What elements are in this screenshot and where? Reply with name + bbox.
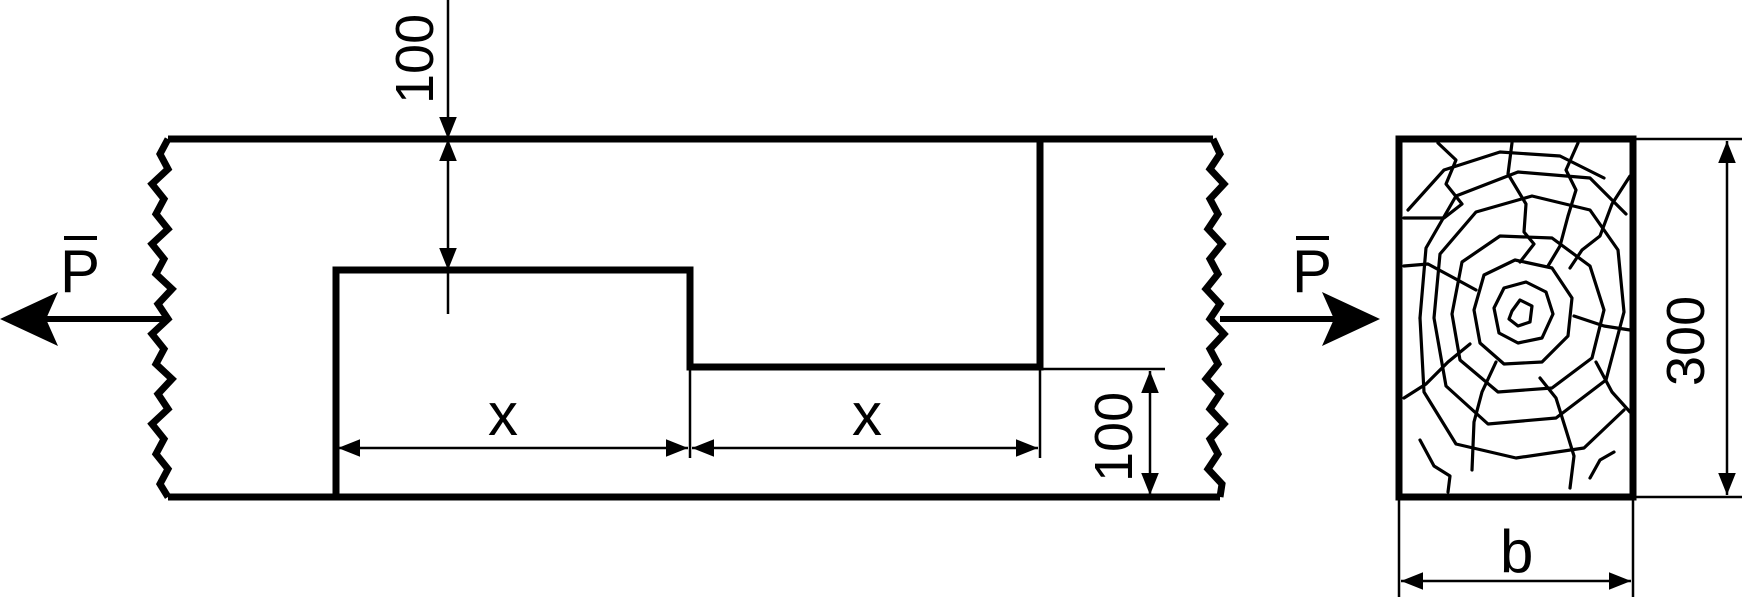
crack-2 — [1506, 141, 1536, 264]
force-right-label: P — [1292, 238, 1332, 305]
crack-4 — [1568, 174, 1632, 270]
crack-11 — [1418, 438, 1452, 494]
crack-8 — [1470, 360, 1498, 472]
force-left-arrowhead — [0, 292, 58, 346]
ring-2 — [1492, 280, 1555, 345]
force-left-label: P — [60, 238, 100, 305]
cross-section — [1395, 135, 1637, 501]
dimension-x: x x — [338, 367, 1042, 458]
dimension-width-b: b — [1397, 497, 1635, 597]
dim-width-label: b — [1500, 518, 1533, 585]
ring-6b — [1418, 316, 1626, 460]
ring-1 — [1507, 298, 1534, 328]
dim-top-label: 100 — [385, 14, 445, 104]
beam-elevation — [147, 135, 1229, 501]
ring-7 — [1406, 150, 1606, 212]
crack-5 — [1402, 262, 1478, 292]
wood-grain-pattern — [1402, 141, 1632, 494]
right-break-line — [1201, 137, 1229, 498]
cross-section-outline — [1395, 135, 1637, 501]
dimension-notch-100: 100 — [1040, 367, 1165, 495]
crack-3 — [1546, 141, 1580, 268]
ring-5 — [1432, 194, 1626, 426]
crack-6 — [1572, 314, 1632, 332]
dim-notch-label: 100 — [1084, 392, 1144, 482]
crack-1 — [1402, 141, 1464, 220]
dim-height-label: 300 — [1656, 296, 1716, 386]
crack-7 — [1402, 342, 1472, 400]
force-right-arrowhead — [1322, 292, 1380, 346]
crack-12 — [1588, 450, 1616, 480]
ring-3 — [1472, 258, 1574, 366]
force-right: P — [1220, 236, 1380, 346]
dim-x-right-label: x — [852, 381, 882, 448]
force-left: P — [0, 236, 168, 346]
crack-10 — [1594, 360, 1632, 414]
crack-9 — [1538, 376, 1576, 490]
joint-step-outline — [332, 139, 1044, 497]
dim-x-left-label: x — [488, 381, 518, 448]
ring-6 — [1418, 170, 1628, 320]
dimension-height-300: 300 — [1633, 137, 1742, 499]
dimension-top-100: 100 — [385, 0, 457, 314]
